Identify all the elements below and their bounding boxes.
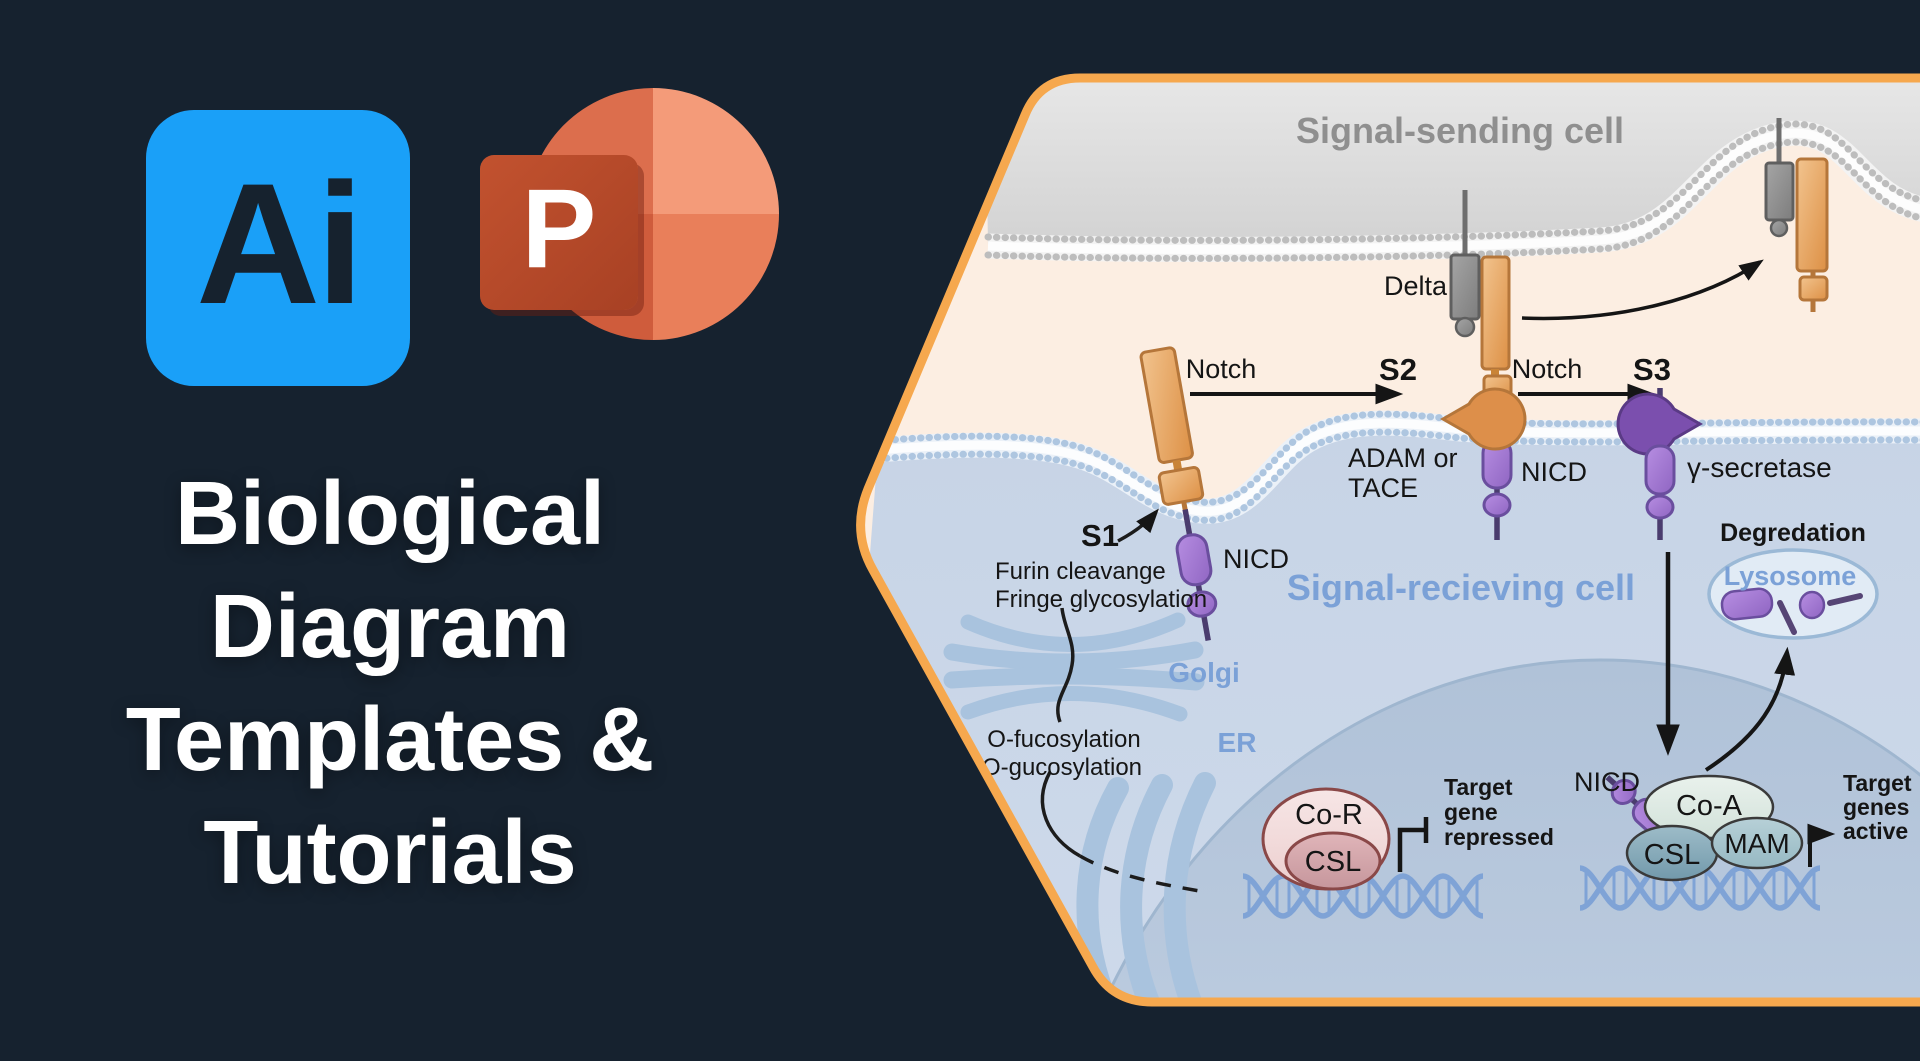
notch-center-label: Notch [1512,354,1583,384]
degradation-label: Degredation [1720,519,1866,547]
ogucosylation-label: O-gucosylation [982,754,1142,781]
coactivator-complex [1625,774,1804,882]
sending-cell-label: Signal-sending cell [1296,110,1624,151]
title-line-1: Biological [174,464,606,564]
adam-label-line1: ADAM or [1348,443,1458,473]
er-label: ER [1218,727,1257,758]
title-line-3: Templates & [125,690,655,790]
mam-label: MAM [1724,828,1789,859]
delta-endocytosed [1764,161,1795,222]
active-gene-arrow [1807,823,1836,867]
coa-label: Co-A [1676,790,1743,822]
s2-label: S2 [1379,352,1417,387]
csl-right-label: CSL [1644,839,1700,871]
golgi-label: Golgi [1168,657,1240,688]
adam-tace-enzyme [1439,387,1527,451]
repressed-gene-symbol [1397,817,1429,872]
title-line-2: Diagram [209,577,571,677]
sending-cell-body [985,78,1920,250]
receiving-cell-label: Signal-recieving cell [1287,567,1635,608]
s1-arrow [1117,508,1159,543]
s1-label: S1 [1081,518,1119,553]
fringe-label: Fringe glycosylation [995,586,1207,613]
gamma-secretase-complex [1616,388,1704,540]
notch-left-label: Notch [1186,354,1257,384]
diagram-panel-border [856,73,1920,1007]
notch-receptor-s1 [1139,346,1218,641]
degradation-arrow [1704,646,1796,772]
target-repressed-line1: Target [1444,774,1513,800]
powerpoint-logo: P [480,155,638,310]
ofucosylation-label: O-fucosylation [987,726,1140,753]
lysosome-fragment-1 [1720,587,1774,621]
page-title: Biological Diagram Templates & Tutorials [25,458,755,910]
target-active-line2: genes [1843,794,1909,820]
gamma-secretase-label: γ-secretase [1687,452,1832,483]
sending-cell-membrane [984,120,1920,262]
nicd-membrane-label: NICD [1223,544,1289,574]
nucleus [1038,658,1920,1002]
target-repressed-line3: repressed [1444,824,1554,850]
title-line-4: Tutorials [203,803,577,903]
nicd-center-label: NICD [1521,457,1587,487]
lysosome-fragment-2 [1777,600,1797,635]
target-active-line1: Target [1843,770,1912,796]
lysosome-fragment-4 [1827,593,1863,606]
delta-receptor [1449,253,1481,321]
notch-endocytosed [1795,157,1829,273]
nicd-domain [1175,533,1213,587]
powerpoint-logo-text: P [521,166,597,291]
nicd-nucleus-label: NICD [1574,767,1640,797]
lysosome-label: Lysosome [1724,561,1857,591]
furin-label: Furin cleavange [995,558,1166,585]
lysosome-fragment-3 [1798,590,1826,620]
endocytosed-delta-notch [1764,118,1829,312]
adam-label-line2: TACE [1348,473,1418,503]
csl-left-label: CSL [1305,846,1361,878]
illustrator-logo-text: Ai [196,148,364,340]
trafficking-path [1040,508,1206,894]
cor-label: Co-R [1295,799,1363,831]
target-active-line3: active [1843,818,1908,844]
delta-label: Delta [1384,271,1448,301]
notch-receptor-center [1480,255,1511,371]
receiving-cell-membrane [874,410,1920,524]
delta-recycling-arrow [1521,259,1764,321]
target-repressed-line2: gene [1444,799,1498,825]
lysosome [1707,548,1879,640]
corepressor-complex [1261,787,1391,891]
s3-label: S3 [1633,352,1671,387]
illustrator-logo: Ai [146,110,410,386]
